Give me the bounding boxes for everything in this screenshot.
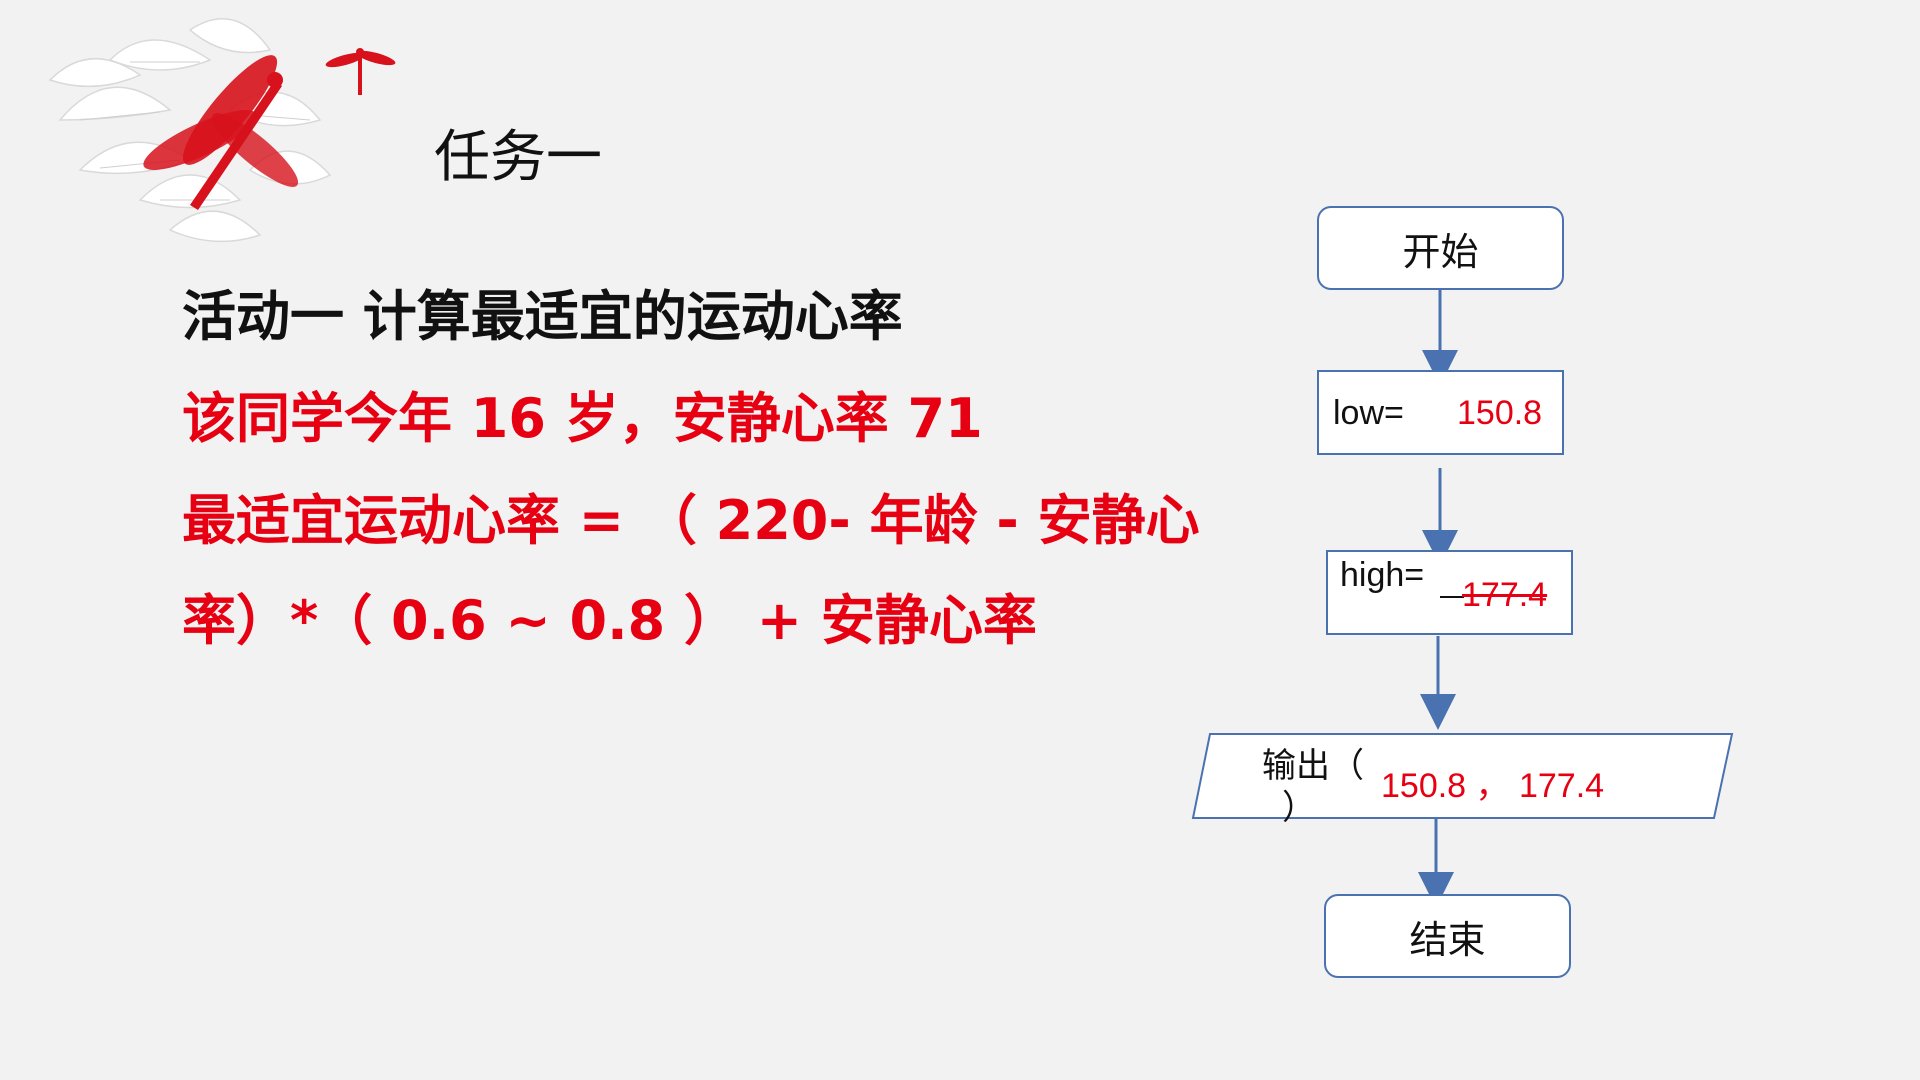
high-value: 177.4 (1462, 576, 1548, 614)
output-label: 输出（ (1262, 747, 1364, 785)
problem-line-1: 该同学今年 16 岁，安静心率 71 (182, 387, 983, 450)
flowchart-end-box: 结束 (1324, 894, 1571, 978)
high-label: high= (1340, 556, 1425, 594)
dragonfly-decoration-image (48, 18, 396, 243)
formula-line-2: 率）*（ 0.6 ~ 0.8 ） + 安静心率 (182, 589, 1037, 652)
task-title: 任务一 (434, 125, 602, 190)
start-label: 开始 (1402, 231, 1479, 274)
formula-line-1: 最适宜运动心率 = （ 220- 年龄 - 安静心 (182, 489, 1200, 552)
low-value: 150.8 (1457, 394, 1543, 432)
flowchart-high-box: high= 177.4 (1326, 550, 1573, 635)
output-close-paren: ） (1282, 789, 1316, 827)
high-strike-line (1440, 596, 1464, 598)
flowchart-low-box: low= 150.8 (1317, 370, 1564, 455)
end-label: 结束 (1409, 919, 1486, 962)
flowchart-start-box: 开始 (1317, 206, 1564, 290)
output-value: 150.8 ， 177.4 (1381, 767, 1605, 805)
activity-heading: 活动一 计算最适宜的运动心率 (182, 285, 903, 348)
low-label: low= (1333, 394, 1404, 432)
